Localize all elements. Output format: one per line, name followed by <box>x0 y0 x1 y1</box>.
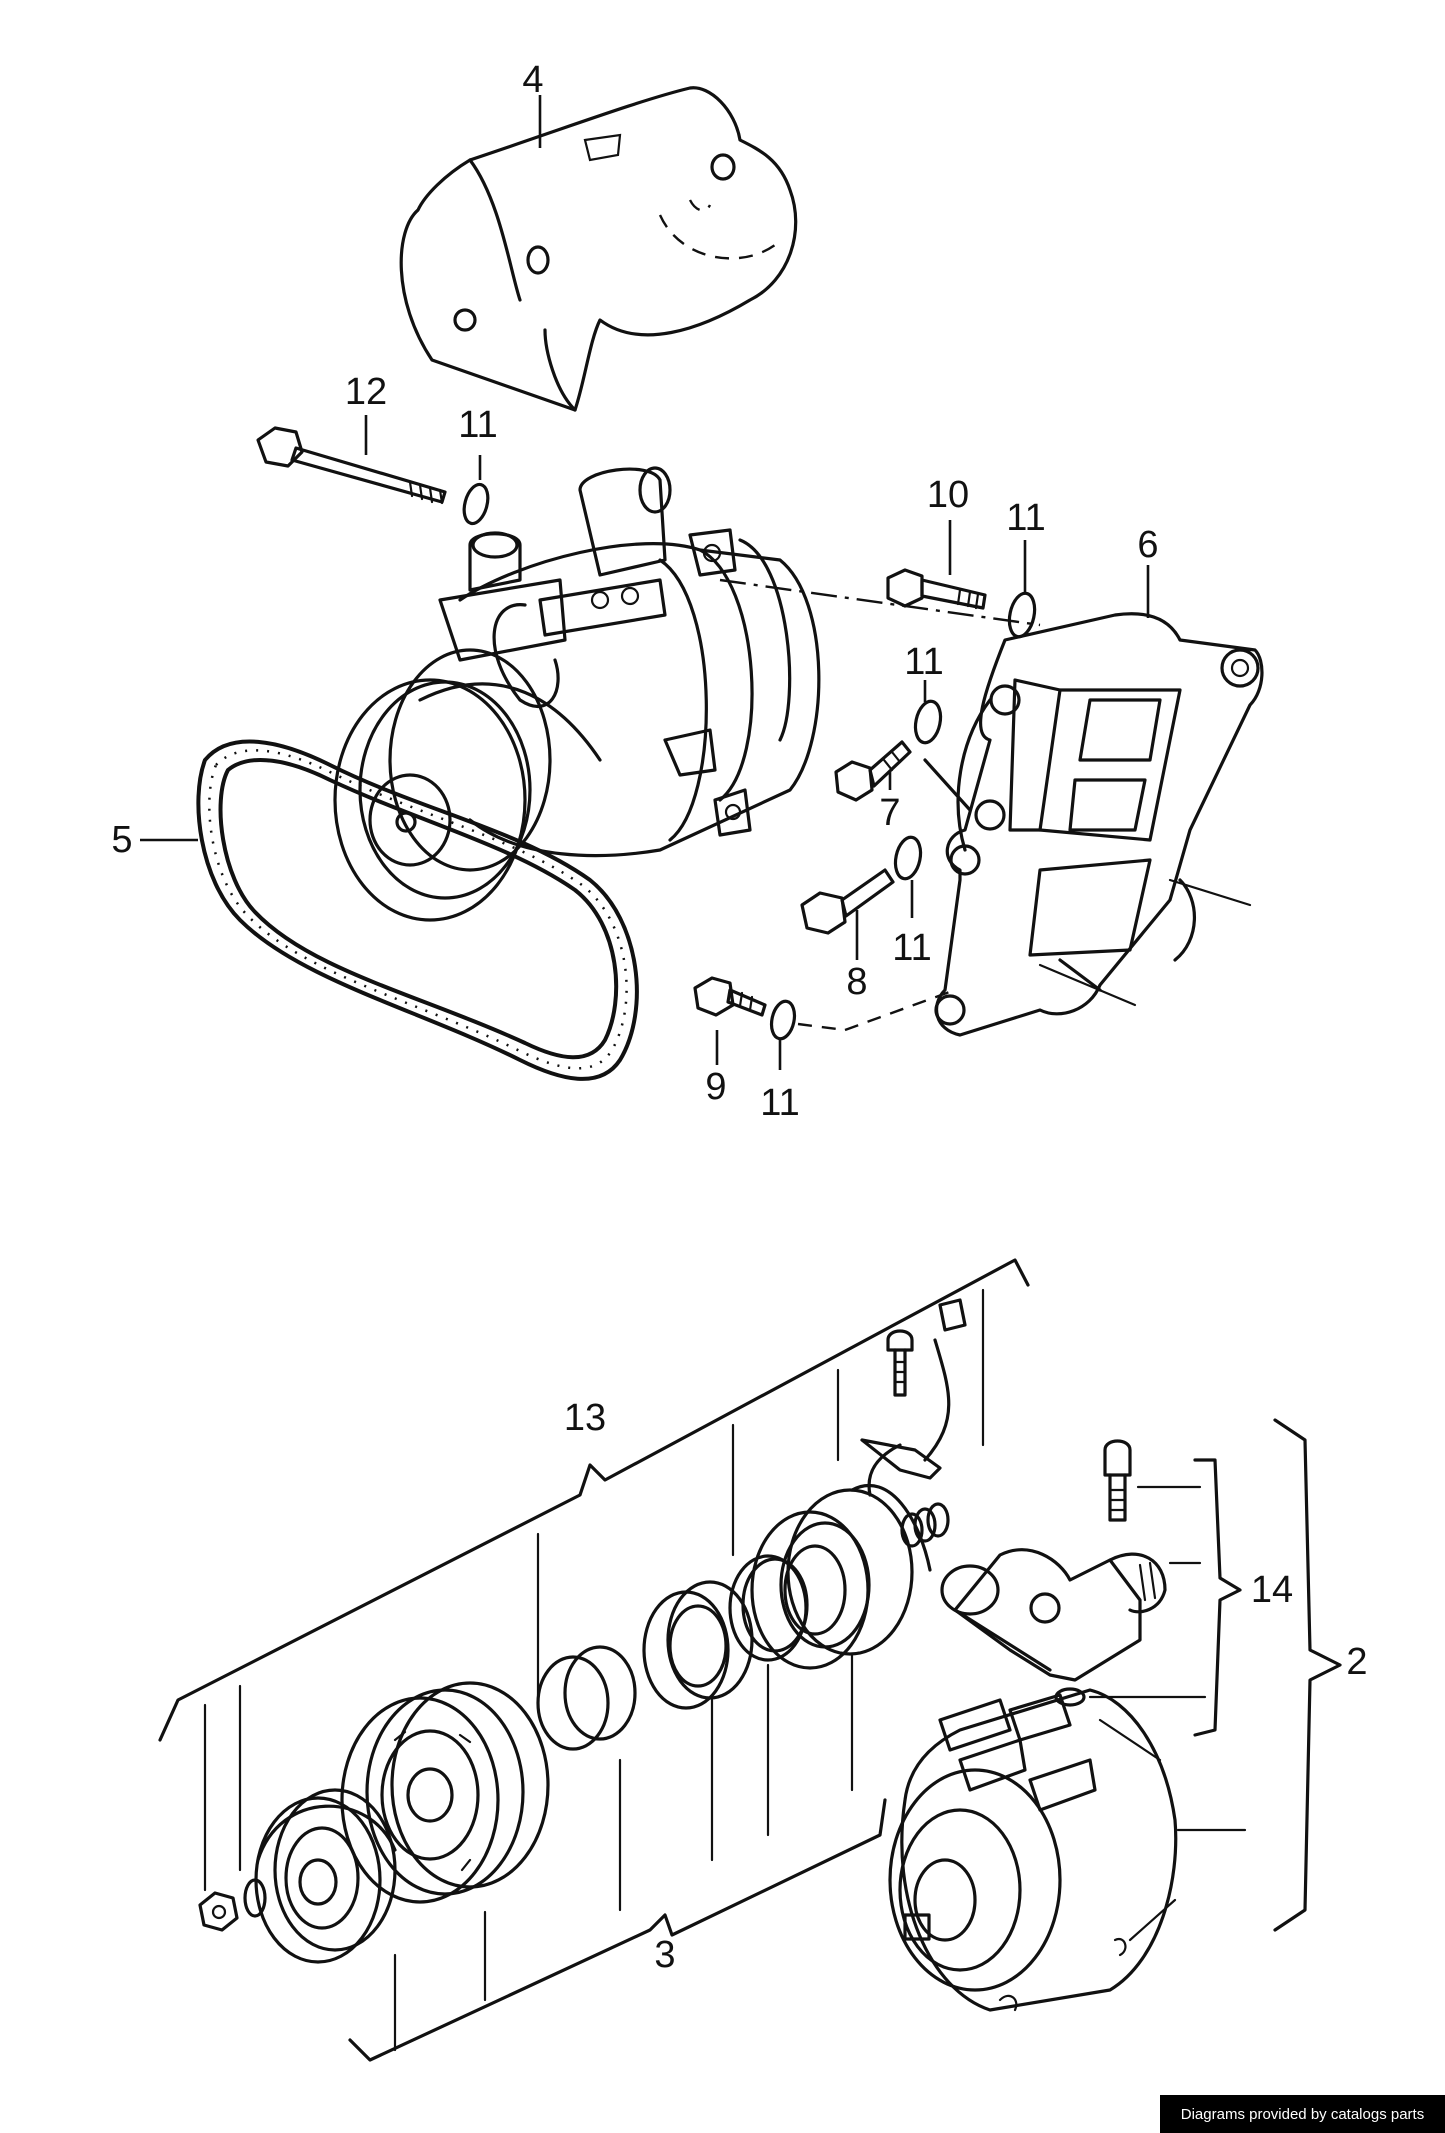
bracket-13 <box>158 1258 1030 1742</box>
bolt-part-7 <box>834 740 912 802</box>
callout-11b: 11 <box>1006 497 1046 539</box>
pulley <box>340 1681 550 1904</box>
bracket-dash-line <box>844 988 956 1032</box>
bolt-part-9 <box>693 976 767 1017</box>
callout-4: 4 <box>522 59 544 101</box>
compressor-unit <box>888 1688 1178 2012</box>
bearing <box>642 1580 754 1710</box>
bracket-leader-right-2 <box>1038 963 1137 1007</box>
washer-part-11c <box>913 699 943 745</box>
guide-lines-3 <box>393 1653 854 2052</box>
clutch-nut <box>198 1891 239 1932</box>
bracket-3 <box>348 1798 887 2062</box>
small-screw <box>886 1329 914 1397</box>
bolt-part-8 <box>800 868 895 935</box>
spring-washers <box>900 1502 950 1548</box>
washer-part-11d <box>893 835 923 881</box>
cap-screw <box>1103 1439 1132 1522</box>
compressor-assembly <box>333 466 821 922</box>
callout-7: 7 <box>879 792 901 834</box>
bracket-14 <box>1193 1458 1242 1737</box>
heat-shield-part-4 <box>399 86 798 412</box>
guide-lines-13 <box>203 1288 985 1892</box>
bolt-part-10 <box>886 568 987 610</box>
washer-part-11e <box>769 999 797 1041</box>
valve-housing <box>940 1548 1167 1682</box>
callout-11a: 11 <box>458 404 498 446</box>
bracket-leader-right-1 <box>1168 878 1252 907</box>
field-coil <box>750 1483 932 1670</box>
callout-8: 8 <box>846 961 868 1003</box>
clutch-plate <box>254 1788 397 1964</box>
callout-12: 12 <box>344 371 388 413</box>
bracket-2 <box>1273 1418 1342 1932</box>
callout-3: 3 <box>654 1934 676 1976</box>
callout-6: 6 <box>1137 524 1159 566</box>
drive-belt-part-5 <box>196 739 639 1081</box>
callout-13: 13 <box>563 1397 607 1439</box>
callout-11e: 11 <box>760 1082 800 1124</box>
long-bolt-part-12 <box>256 426 447 505</box>
callout-9: 9 <box>705 1066 727 1108</box>
callout-11d: 11 <box>892 927 932 969</box>
callout-10: 10 <box>926 474 970 516</box>
callout-2: 2 <box>1346 1641 1368 1683</box>
wire-connector <box>860 1298 967 1497</box>
split-ring <box>536 1645 637 1751</box>
watermark-banner: Diagrams provided by catalogs parts <box>1160 2095 1445 2133</box>
washer-part-11a <box>462 482 490 526</box>
bolt-9-dash-line <box>797 1022 846 1032</box>
callout-5: 5 <box>111 819 133 861</box>
mounting-axis-line <box>719 578 1041 627</box>
callout-11c: 11 <box>904 641 944 683</box>
mounting-bracket-part-6 <box>923 612 1264 1037</box>
washer-part-11b <box>1007 591 1037 639</box>
callout-14: 14 <box>1250 1569 1294 1611</box>
